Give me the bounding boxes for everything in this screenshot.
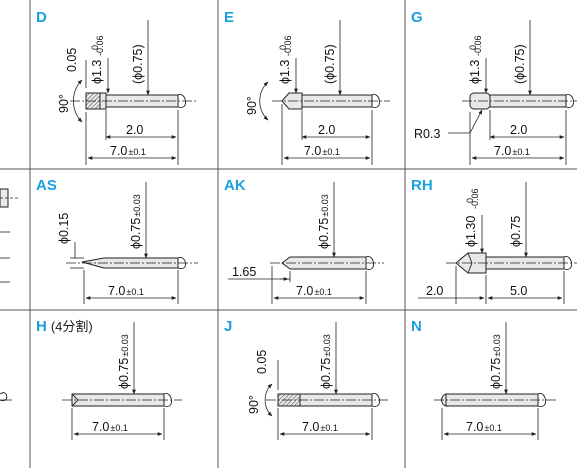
main-diameter-label: ϕ1.3 [278, 60, 292, 84]
angle-label: 90° [247, 395, 261, 414]
cell-tag: AS [36, 177, 57, 194]
partial-left-column [0, 188, 18, 402]
tip-length-label: 2.0 [126, 123, 143, 137]
main-diameter-label: ϕ1.3 [90, 60, 104, 84]
tip-length-label: 2.0 [510, 123, 527, 137]
total-length-label: 7.0±0.1 [304, 144, 340, 158]
reference-diameter-label: ϕ0.75 [509, 216, 523, 247]
total-length-label: 7.0±0.1 [108, 284, 144, 298]
cell-e: E 90° ϕ1.3 0 -0.06 (ϕ0.75) 2.0 7.0±0.1 [224, 9, 390, 165]
pin-drawing [66, 257, 198, 270]
shaft-length-label: 5.0 [510, 284, 527, 298]
cell-tag: E [224, 9, 234, 26]
angle-label: 90° [245, 96, 259, 115]
cell-as: AS ϕ0.15 ϕ0.75±0.03 7.0±0.1 [36, 177, 198, 304]
total-length-label: 7.0±0.1 [466, 420, 502, 434]
tolerance-upper: 0 [90, 45, 100, 50]
total-length-label: 7.0±0.1 [110, 144, 146, 158]
cell-rh: RH ϕ1.30 0 -0.06 ϕ0.75 2.0 5.0 [411, 177, 577, 304]
cell-tag-group: H(4分割) [36, 318, 93, 335]
cell-tag: AK [224, 177, 246, 194]
tolerance-upper: 0 [465, 198, 475, 203]
cell-ak: AK ϕ0.75±0.03 1.65 7.0±0.1 [224, 177, 384, 304]
reference-diameter-label: (ϕ0.75) [513, 44, 527, 84]
cell-tag: D [36, 9, 47, 26]
pin-drawing [266, 393, 390, 407]
main-diameter-label: ϕ0.75±0.03 [319, 334, 333, 389]
tolerance-upper: 0 [468, 45, 478, 50]
tolerance-lower: -0.06 [473, 35, 483, 56]
cell-tag: N [411, 318, 422, 335]
main-diameter-label: ϕ0.75±0.03 [317, 194, 331, 249]
cell-tag: RH [411, 177, 433, 194]
chamfer-label: 0.05 [65, 48, 79, 72]
main-diameter-label: ϕ1.3 [468, 60, 482, 84]
chamfer-label: 0.05 [255, 350, 269, 374]
main-diameter-label: ϕ0.75±0.03 [117, 334, 131, 389]
pin-drawing [462, 92, 577, 110]
pin-drawing [270, 256, 384, 270]
pin-drawing [62, 393, 182, 407]
pin-drawing [446, 252, 577, 274]
cell-h: H(4分割) ϕ0.75±0.03 7.0±0.1 [36, 318, 182, 440]
angle-label: 90° [57, 94, 71, 113]
tolerance-lower: -0.06 [283, 35, 293, 56]
cell-j: J 90° 0.05 ϕ0.75±0.03 7.0±0.1 [224, 318, 390, 440]
tolerance-lower: -0.06 [470, 188, 480, 209]
cell-tag: G [411, 9, 423, 26]
main-diameter-label: ϕ0.75±0.03 [129, 194, 143, 249]
radius-label: R0.3 [414, 127, 440, 141]
reference-diameter-label: (ϕ0.75) [323, 44, 337, 84]
tip-length-label: 2.0 [426, 284, 443, 298]
tip-diameter-label: ϕ0.15 [57, 213, 71, 244]
cell-n: N ϕ0.75±0.03 7.0±0.1 [411, 318, 556, 440]
total-length-label: 7.0±0.1 [92, 420, 128, 434]
tolerance-lower: -0.06 [95, 35, 105, 56]
total-length-label: 7.0±0.1 [494, 144, 530, 158]
tip-length-label: 2.0 [318, 123, 335, 137]
main-diameter-label: ϕ1.30 [464, 216, 478, 247]
pin-drawing [70, 92, 196, 110]
cell-d: D 90° 0.05 ϕ1.3 0 -0.06 (ϕ0.75) 2.0 7.0±… [36, 9, 196, 165]
pin-drawing [434, 393, 556, 407]
reference-diameter-label: (ϕ0.75) [131, 44, 145, 84]
tolerance-upper: 0 [278, 45, 288, 50]
total-length-label: 7.0±0.1 [302, 420, 338, 434]
pin-drawing [272, 92, 390, 110]
tip-length-label: 1.65 [232, 265, 256, 279]
main-diameter-label: ϕ0.75±0.03 [489, 334, 503, 389]
cell-g: G R0.3 ϕ1.3 0 -0.06 (ϕ0.75) 2.0 7.0±0.1 [411, 9, 577, 165]
total-length-label: 7.0±0.1 [296, 284, 332, 298]
cell-tag: J [224, 318, 232, 335]
